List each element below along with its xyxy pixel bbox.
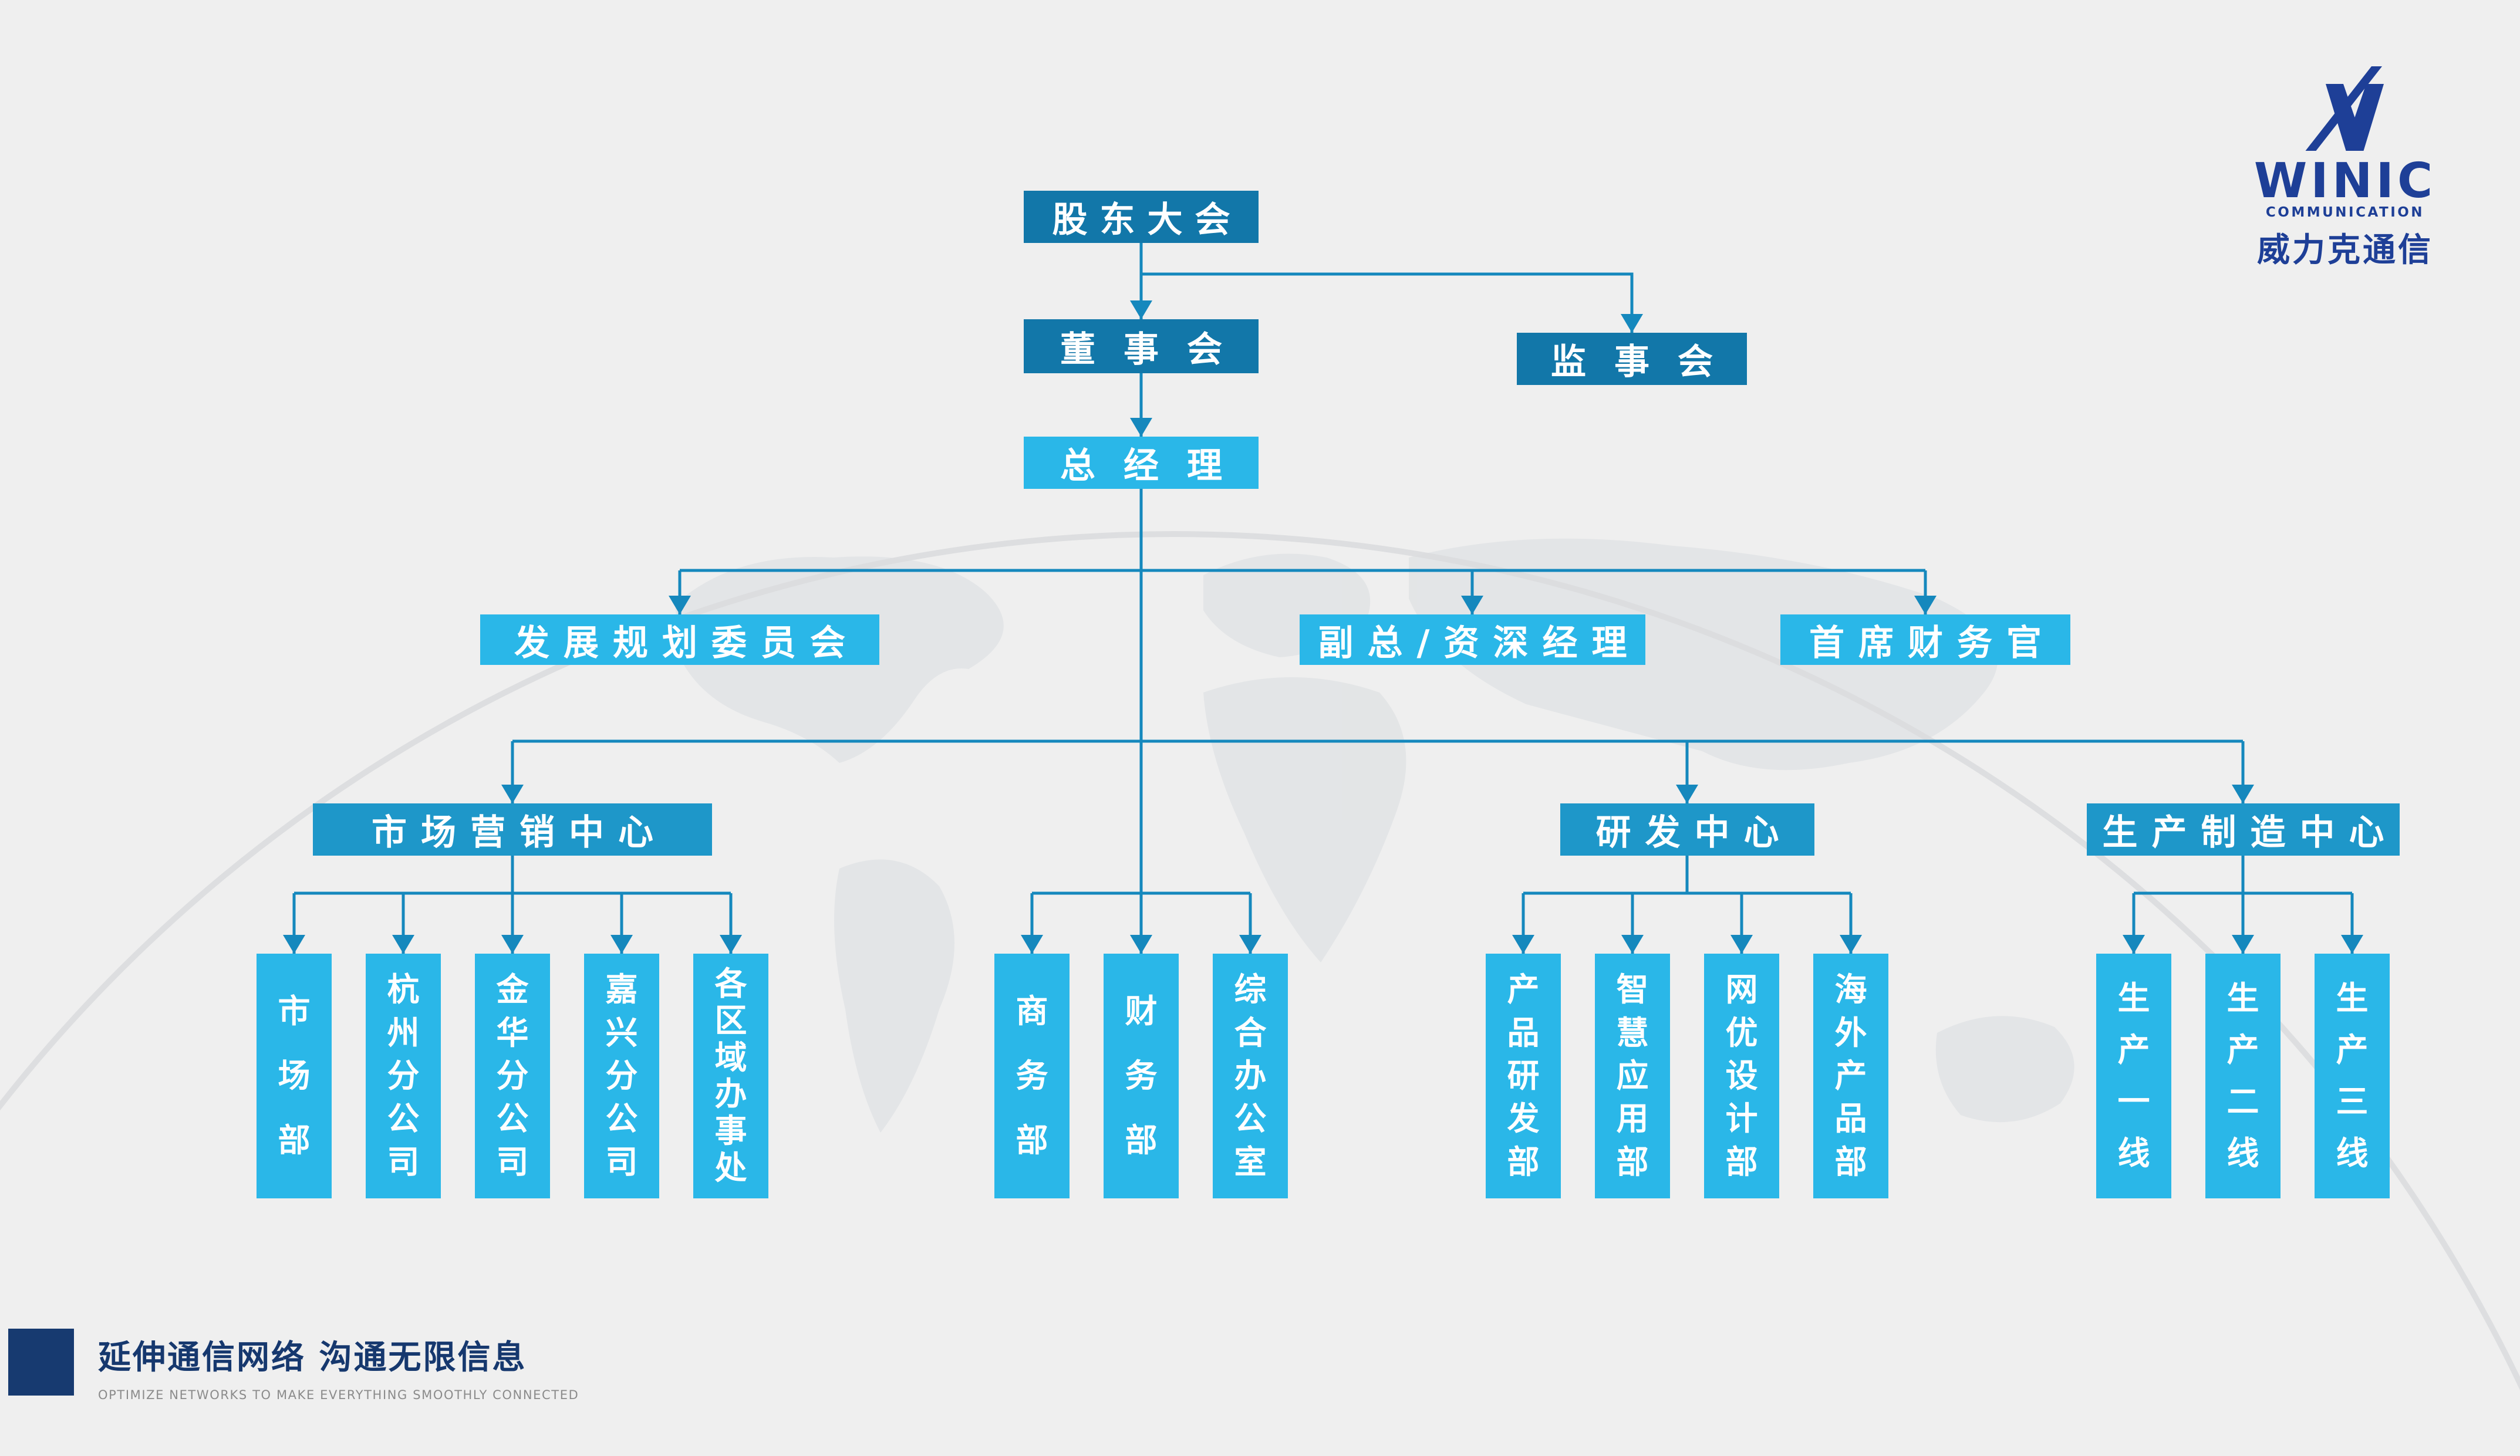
org-node-network-design-dept: 网优设计部	[1704, 954, 1779, 1198]
logo-subtitle: COMMUNICATION	[2265, 205, 2425, 220]
logo-cn-name: 威力克通信	[2257, 231, 2433, 270]
org-node-hangzhou-branch: 杭州分公司	[366, 954, 441, 1198]
org-node-production-line-1: 生产一线	[2096, 954, 2171, 1198]
org-node-board-of-directors: 董事会	[1024, 319, 1259, 373]
org-node-business-dept: 商务部	[994, 954, 1070, 1198]
org-node-supervisory-board: 监事会	[1517, 333, 1747, 385]
org-node-production-line-3: 生产三线	[2315, 954, 2390, 1198]
org-node-product-rd-dept: 产品研发部	[1486, 954, 1561, 1198]
winic-logo-icon	[2305, 66, 2384, 151]
org-node-marketing-center: 市场营销中心	[313, 803, 712, 856]
org-node-production-line-2: 生产二线	[2205, 954, 2281, 1198]
company-logo: WINIC COMMUNICATION 威力克通信	[2242, 65, 2448, 271]
org-node-finance-dept: 财务部	[1104, 954, 1179, 1198]
org-node-cfo: 首席财务官	[1780, 614, 2070, 665]
org-node-market-dept: 市场部	[257, 954, 332, 1198]
org-node-planning-committee: 发展规划委员会	[480, 614, 879, 665]
org-node-regional-offices: 各区域办事处	[693, 954, 768, 1198]
org-node-rd-center: 研发中心	[1560, 803, 1814, 856]
org-node-smart-app-dept: 智慧应用部	[1595, 954, 1670, 1198]
org-node-general-office: 综合办公室	[1213, 954, 1288, 1198]
footer-accent-square	[8, 1329, 74, 1396]
org-node-shareholders-meeting: 股东大会	[1024, 191, 1259, 243]
footer-slogan-cn: 延伸通信网络 沟通无限信息	[98, 1339, 527, 1377]
org-node-deputy-senior-manager: 副总/资深经理	[1300, 614, 1645, 665]
logo-name: WINIC	[2254, 153, 2437, 209]
org-node-general-manager: 总经理	[1024, 437, 1259, 489]
org-node-overseas-product-dept: 海外产品部	[1813, 954, 1888, 1198]
org-node-jiaxing-branch: 嘉兴分公司	[584, 954, 659, 1198]
org-node-production-center: 生产制造中心	[2087, 803, 2400, 856]
footer-slogan-en: OPTIMIZE NETWORKS TO MAKE EVERYTHING SMO…	[98, 1388, 579, 1402]
org-node-jinhua-branch: 金华分公司	[475, 954, 550, 1198]
